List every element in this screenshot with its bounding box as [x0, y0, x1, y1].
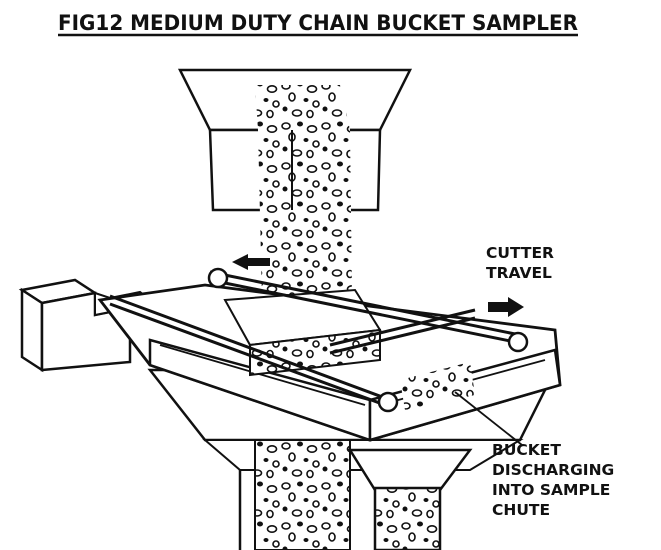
bucket-label-line-1: BUCKET — [492, 441, 561, 459]
cutter-travel-line-2: TRAVEL — [486, 264, 552, 282]
cutter-travel-arrow — [488, 297, 524, 317]
bucket-label-line-4: CHUTE — [492, 501, 550, 519]
bucket-label-line-3: INTO SAMPLE — [492, 481, 610, 499]
sprocket-wheels — [207, 267, 529, 413]
chain-rails — [109, 270, 526, 407]
falling-material-stream — [255, 85, 352, 300]
cutter-travel-label: CUTTER TRAVEL — [486, 244, 554, 282]
bucket-discharging-label: BUCKET DISCHARGING INTO SAMPLE CHUTE — [492, 441, 614, 519]
sample-chute — [347, 448, 473, 550]
bucket-label-line-2: DISCHARGING — [492, 461, 614, 479]
cutter-travel-line-1: CUTTER — [486, 244, 554, 262]
bucket-label-leader — [454, 391, 523, 446]
discharged-sample — [400, 362, 475, 410]
figure-title: FIG12 MEDIUM DUTY CHAIN BUCKET SAMPLER — [58, 11, 578, 35]
left-travel-arrow — [232, 254, 270, 270]
